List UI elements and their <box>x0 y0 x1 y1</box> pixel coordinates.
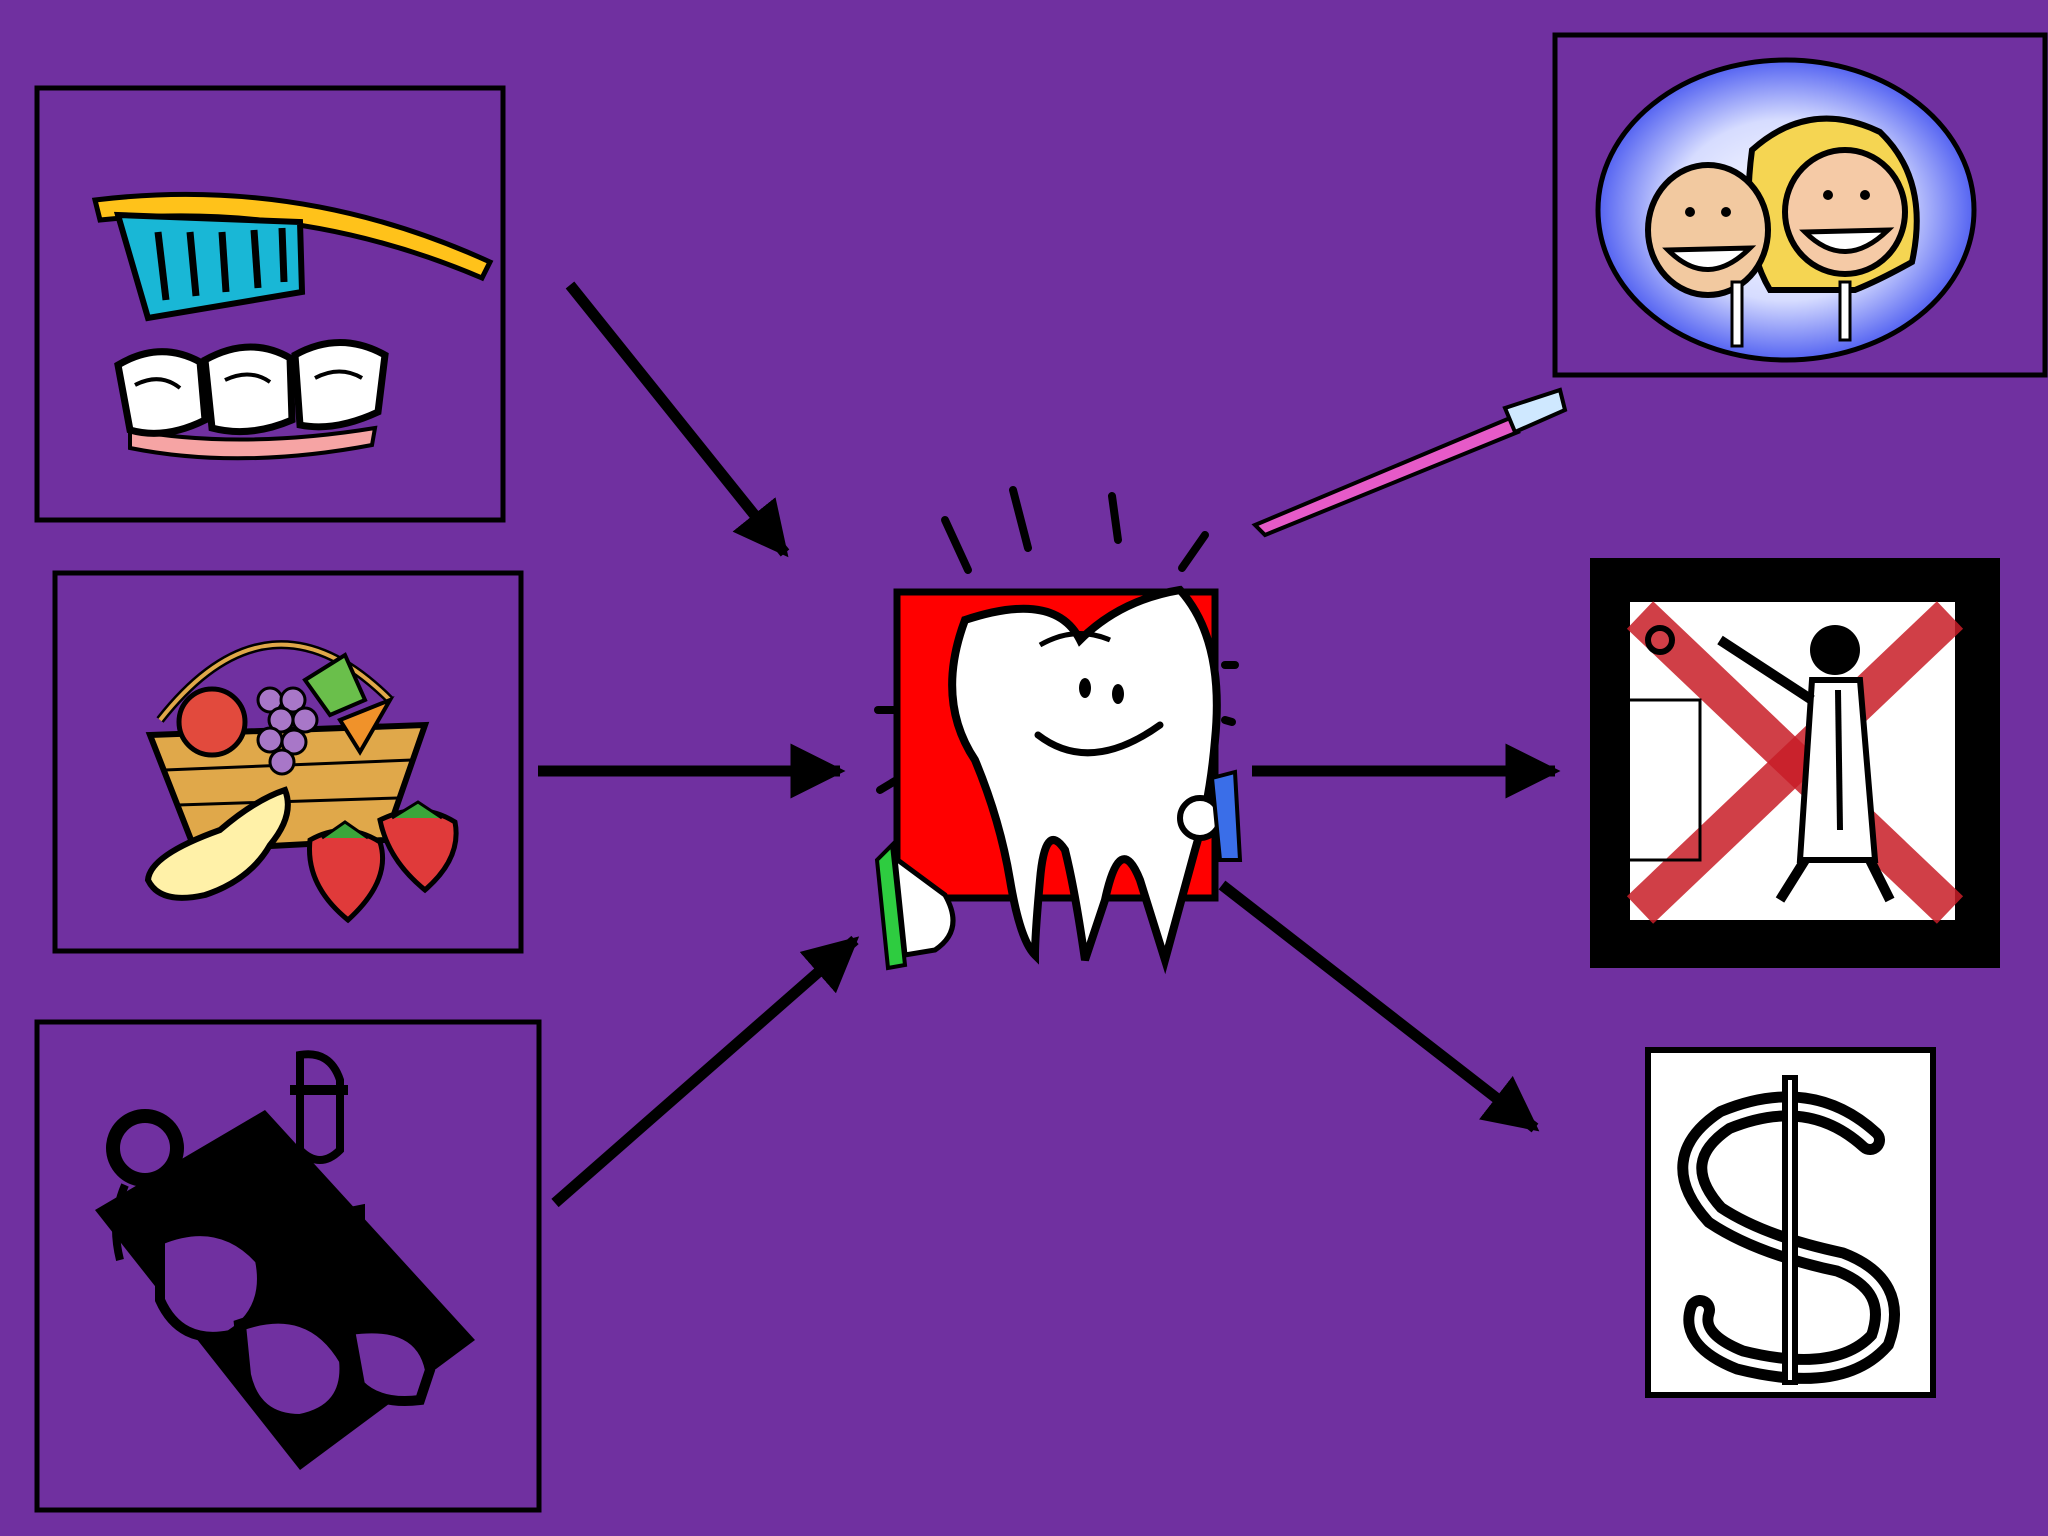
pink-toothbrush-icon <box>1251 387 1568 538</box>
output-panel-no-dentist <box>1590 558 2000 968</box>
tooth-smile <box>1034 721 1164 757</box>
tooth-eye-left <box>1079 678 1091 698</box>
smiling-tooth-icon <box>948 585 1243 975</box>
smiling-kids-icon <box>1595 57 1977 363</box>
toothbrush-and-teeth-icon <box>91 191 494 461</box>
arrow-brushing-to-tooth <box>565 281 790 558</box>
arrow-tooth-to-money <box>1218 880 1540 1133</box>
green-toothbrush-icon <box>874 840 956 971</box>
dollar-sign-icon <box>1677 1075 1900 1385</box>
input-panel-healthy-food <box>52 570 524 954</box>
input-panel-dental-visit <box>34 1019 542 1513</box>
center-healthy-tooth <box>874 486 1243 975</box>
input-panel-brushing <box>34 85 506 523</box>
crossed-out-dentist-icon <box>1626 601 1964 924</box>
output-panel-money-saved <box>1645 1047 1936 1398</box>
arrow-dentist-to-tooth <box>551 935 860 1208</box>
fruit-basket-icon <box>144 640 459 924</box>
dentist-with-patient-icon <box>95 1050 475 1470</box>
tooth-eye-right <box>1112 684 1124 704</box>
output-panel-happy-smiles <box>1552 32 2048 378</box>
